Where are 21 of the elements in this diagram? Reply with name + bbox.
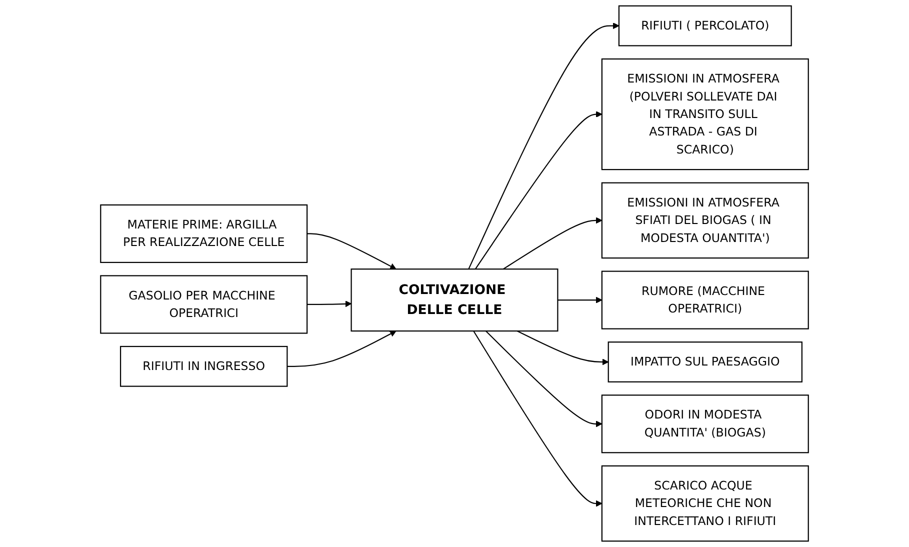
node-box: EMISSIONI IN ATMOSFERA SFIATI DEL BIOGAS ( IN MODESTA OUANTITA') — [601, 182, 809, 259]
arrow — [502, 217, 602, 270]
node-box: SCARICO ACQUE METEORICHE CHE NON INTERCETTANO I RIFIUTI — [601, 465, 809, 542]
node-box: COLTIVAZIONE DELLE CELLE — [350, 268, 558, 332]
node-box: ODORI IN MODESTA QUANTITA' (BIOGAS) — [601, 394, 809, 454]
arrow — [473, 330, 602, 507]
node-box: RIFIUTI ( PERCOLATO) — [618, 5, 792, 46]
node-box: RUMORE (MACCHINE OPERATRICI) — [601, 270, 809, 330]
node-box: EMISSIONI IN ATMOSFERA (POLVERI SOLLEVATE DAI IN TRANSITO SULL ASTRADA - GAS DI SCARICO) — [601, 58, 809, 170]
arrow — [485, 330, 602, 428]
node-box: GASOLIO PER MACCHINE OPERATRICI — [100, 275, 308, 334]
arrow — [558, 296, 602, 304]
node-box: RIFIUTI IN INGRESSO — [120, 346, 288, 387]
arrow — [474, 111, 602, 270]
arrow — [307, 233, 396, 270]
arrow — [287, 330, 396, 367]
node-box: IMPATTO SUL PAESAGGIO — [608, 342, 802, 382]
node-box: MATERIE PRIME: ARGILLA PER REALIZZAZIONE CELLE — [100, 204, 308, 263]
arrow — [307, 300, 352, 308]
arrow — [516, 330, 609, 366]
arrow — [468, 22, 620, 270]
